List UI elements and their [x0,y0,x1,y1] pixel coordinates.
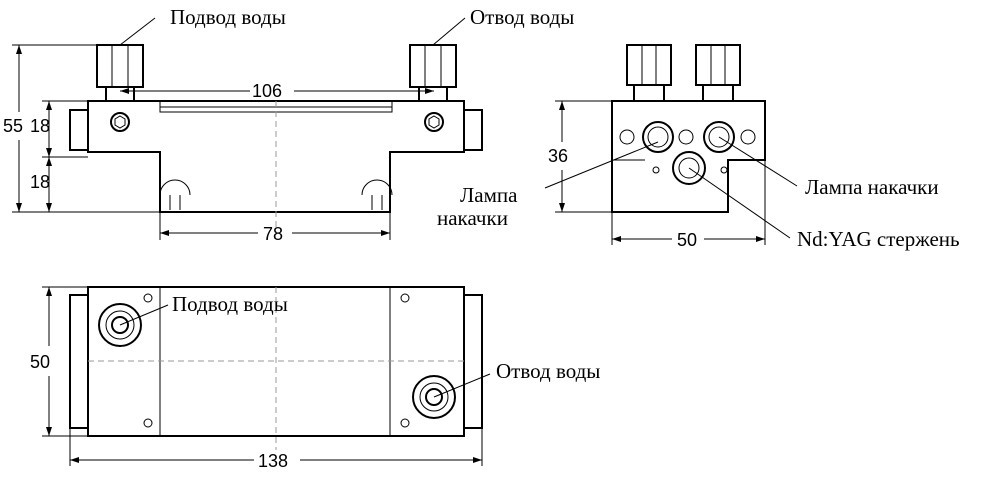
dim-bottom-width: 78 [263,224,283,244]
label-water-out-plan: Отвод воды [496,359,600,383]
label-water-in-top: Подвод воды [170,5,286,29]
inlet-fitting-neck [105,86,135,102]
dim-side-width: 50 [677,230,697,250]
label-rod: Nd:YAG стержень [797,227,960,251]
front-view [12,17,483,240]
dim-side-height: 36 [548,146,568,166]
dim-plan-length: 138 [258,451,288,471]
outlet-fitting-neck [418,86,448,102]
lamp-left-circle [642,121,674,153]
inlet-fitting [96,44,144,88]
dim-plan-height: 50 [30,352,50,372]
label-water-out-top: Отвод воды [470,5,574,29]
label-lamp-right: Лампа накачки [805,175,939,199]
label-lamp-left-1: Лампа [460,183,518,207]
dim-left-total: 55 [3,116,23,136]
label-water-in-plan: Подвод воды [172,292,288,316]
side-view [544,44,798,245]
dim-left-upper: 18 [30,116,50,136]
dim-top-width: 106 [252,81,282,101]
outlet-fitting [409,44,457,88]
dim-left-lower: 18 [30,172,50,192]
label-lamp-left-2: накачки [437,206,508,230]
plan-view [42,286,491,466]
